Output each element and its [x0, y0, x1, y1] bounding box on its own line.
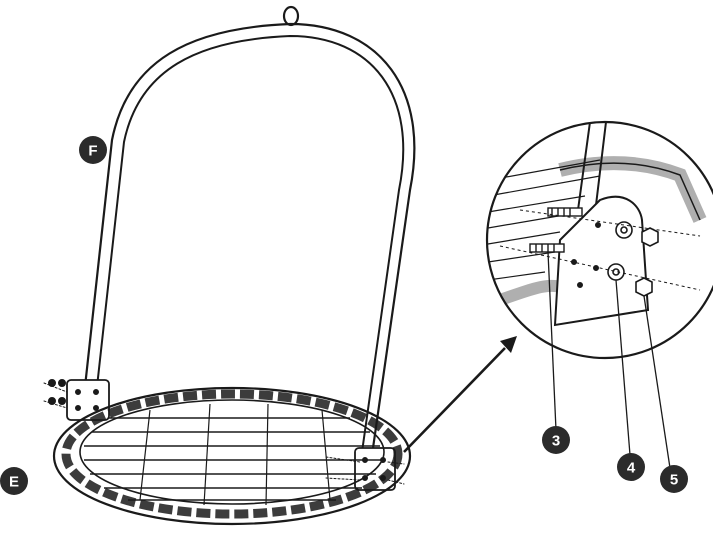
hanging-eyelet: [282, 5, 300, 27]
seat-rim-outer: [52, 386, 412, 526]
seat-cross-straps: [139, 403, 331, 506]
zoom-assembly-axes: [499, 209, 701, 291]
label-washer-text: 4: [627, 460, 636, 477]
seat-rim-padding: [61, 389, 403, 519]
label-nut-badge: 5: [660, 465, 688, 493]
left-bracket: [43, 379, 110, 421]
seat-rim-inner: [79, 399, 385, 505]
zoom-detail: [485, 120, 713, 469]
label-seat-text: E: [9, 474, 19, 491]
frame-arch-outer: [81, 22, 416, 457]
detail-arrow: [403, 336, 517, 453]
label-frame-badge: F: [79, 136, 107, 164]
zoom-slats: [487, 159, 601, 281]
label-nut-text: 5: [670, 472, 678, 489]
label-bolt-text: 3: [552, 433, 560, 450]
zoom-washers: [607, 221, 633, 281]
label-frame-text: F: [88, 143, 97, 160]
label-seat-badge: E: [0, 467, 28, 495]
callout-leaders: [547, 251, 671, 469]
right-bracket: [325, 447, 405, 491]
label-washer-badge: 4: [617, 453, 645, 481]
round-seat: [52, 386, 412, 526]
seat-slats: [84, 417, 382, 501]
label-bolt-badge: 3: [542, 426, 570, 454]
frame-arch-inner: [94, 34, 405, 453]
